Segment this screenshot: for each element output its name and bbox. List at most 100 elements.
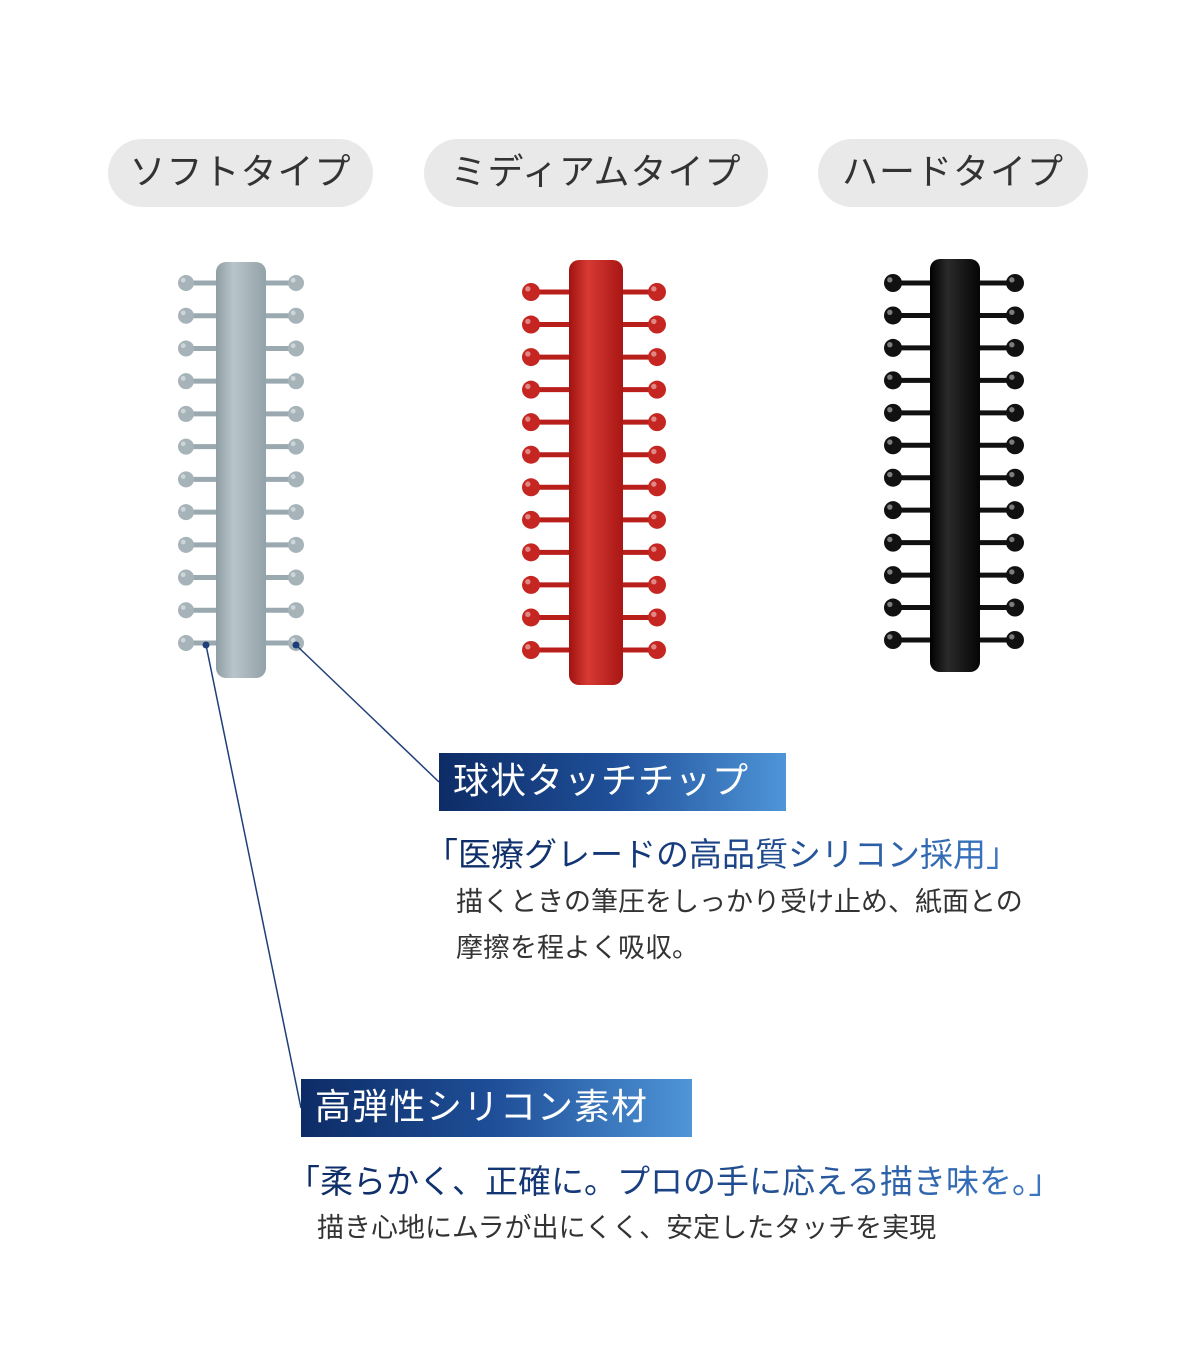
bristle-ball-highlight <box>290 441 296 447</box>
bristle-ball-highlight <box>1009 374 1015 380</box>
bristle-ball-highlight <box>887 277 893 283</box>
bristle-ball-left <box>178 373 194 390</box>
bristle-ball-highlight <box>887 471 893 478</box>
bristle-ball-highlight <box>1009 342 1015 348</box>
bristle-ball-highlight <box>525 611 531 618</box>
tip-description-line-2: 摩擦を程よく吸収。 <box>456 933 699 964</box>
bristle-ball-right <box>1006 274 1024 292</box>
bristle-ball-left <box>522 543 540 562</box>
soft-tip-brush <box>178 262 304 678</box>
bristle-ball-highlight <box>1009 471 1015 478</box>
material-feature-tag: 高弾性シリコン素材 <box>301 1079 692 1137</box>
bristle-ball-highlight <box>290 310 296 316</box>
bristle-ball-highlight <box>651 286 657 292</box>
bristle-ball-right <box>288 569 304 586</box>
bristle-ball-highlight <box>290 343 296 349</box>
bristle-ball-left <box>884 403 902 422</box>
bristle-ball-left <box>522 510 540 529</box>
bristle-ball-right <box>648 445 666 464</box>
bristle-ball-highlight <box>887 406 893 413</box>
bristle-ball-left <box>884 371 902 390</box>
hard-type-label: ハードタイプ <box>818 139 1088 207</box>
bristle-ball-highlight <box>887 374 893 380</box>
bristle-ball-highlight <box>525 416 531 422</box>
bristle-ball-right <box>1006 468 1024 487</box>
bristle-ball-left <box>522 608 540 627</box>
bristle-ball-left <box>884 306 902 325</box>
bristle-ball-right <box>648 348 666 367</box>
bristle-ball-highlight <box>290 605 296 610</box>
bristle-ball-right <box>288 373 304 390</box>
bristle-ball-highlight <box>651 448 657 455</box>
bristle-ball-left <box>522 315 540 334</box>
bristle-ball-highlight <box>290 572 296 578</box>
brush-body <box>216 262 266 678</box>
tip-feature-quote: 「医療グレードの高品質シリコン採用」 <box>425 828 1019 876</box>
bristle-ball-right <box>1006 403 1024 422</box>
bristle-ball-left <box>178 340 194 357</box>
brush-body <box>569 260 623 685</box>
bristle-ball-right <box>1006 501 1024 520</box>
bristle-ball-right <box>1006 338 1024 357</box>
bristle-ball-right <box>1006 566 1024 585</box>
bristle-ball-left <box>522 575 540 594</box>
bristle-ball-highlight <box>1009 277 1015 283</box>
bristle-ball-highlight <box>290 277 296 283</box>
soft-type-label: ソフトタイプ <box>108 139 373 207</box>
bristle-ball-highlight <box>887 634 893 640</box>
tip-feature-description: 描くときの筆圧をしっかり受け止め、紙面との 摩擦を程よく吸収。 <box>456 880 1023 972</box>
callout-dot-tip <box>292 641 300 649</box>
bristle-ball-right <box>288 504 304 521</box>
bristle-ball-highlight <box>525 546 531 552</box>
bristle-ball-highlight <box>180 343 186 349</box>
bristle-ball-highlight <box>290 474 296 479</box>
bristle-ball-highlight <box>887 342 893 348</box>
bristle-ball-left <box>178 504 194 521</box>
bristle-ball-highlight <box>290 506 296 512</box>
bristle-ball-right <box>1006 533 1024 552</box>
bristle-ball-right <box>648 413 666 432</box>
bristle-ball-left <box>884 468 902 487</box>
bristle-ball-right <box>1006 598 1024 617</box>
bristle-ball-highlight <box>290 375 296 381</box>
bristle-ball-highlight <box>887 601 893 608</box>
bristle-ball-highlight <box>525 513 531 520</box>
bristle-ball-right <box>648 315 666 334</box>
material-feature-description: 描き心地にムラが出にくく、安定したタッチを実現 <box>317 1206 936 1252</box>
bristle-ball-highlight <box>651 611 657 618</box>
bristle-ball-highlight <box>651 383 657 390</box>
bristle-ball-highlight <box>525 579 531 585</box>
bristle-ball-highlight <box>525 383 531 390</box>
bristle-ball-left <box>884 338 902 357</box>
bristle-ball-highlight <box>651 318 657 325</box>
bristle-ball-left <box>178 405 194 422</box>
bristle-ball-highlight <box>525 318 531 325</box>
bristle-ball-highlight <box>180 441 186 447</box>
bristle-ball-highlight <box>887 569 893 575</box>
bristle-ball-highlight <box>525 644 531 650</box>
bristle-ball-highlight <box>180 605 186 610</box>
bristle-ball-right <box>1006 306 1024 325</box>
bristle-ball-highlight <box>525 481 531 487</box>
medium-type-label: ミディアムタイプ <box>424 139 768 207</box>
bristle-ball-highlight <box>651 481 657 487</box>
bristle-ball-highlight <box>180 539 186 545</box>
bristle-ball-right <box>648 641 666 659</box>
bristle-ball-highlight <box>651 351 657 357</box>
bristle-ball-left <box>522 380 540 399</box>
bristle-ball-highlight <box>290 539 296 545</box>
bristle-ball-highlight <box>651 644 657 650</box>
bristle-ball-right <box>648 478 666 497</box>
bristle-ball-highlight <box>651 579 657 585</box>
bristle-ball-left <box>884 436 902 455</box>
bristle-ball-right <box>1006 436 1024 455</box>
bristle-ball-highlight <box>290 408 296 414</box>
bristle-ball-highlight <box>180 277 186 283</box>
bristle-ball-left <box>178 536 194 553</box>
bristle-ball-highlight <box>180 310 186 316</box>
tip-description-line-1: 描くときの筆圧をしっかり受け止め、紙面との <box>456 887 1023 918</box>
hard-tip-brush <box>884 259 1024 672</box>
bristle-ball-right <box>648 283 666 301</box>
callout-line-tip <box>295 644 440 783</box>
bristle-ball-right <box>1006 631 1024 649</box>
